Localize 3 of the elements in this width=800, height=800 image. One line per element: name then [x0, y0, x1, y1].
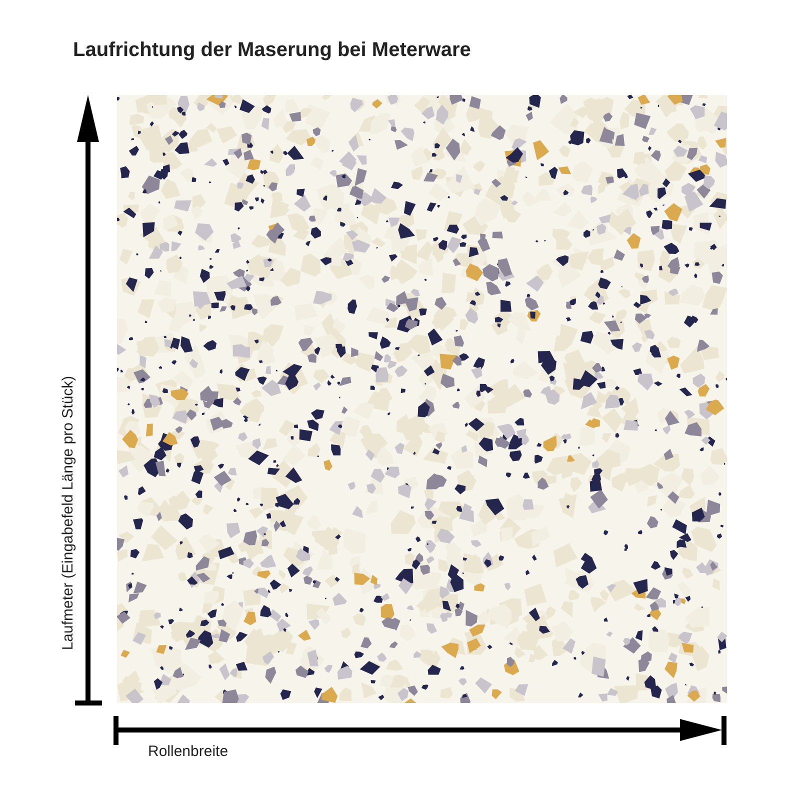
dimension-label: Rollenbreite — [148, 743, 228, 760]
title: Laufrichtung der Maserung bei Meterware — [73, 39, 471, 62]
dimension-label: Laufmeter (Eingabefeld Länge pro Stück) — [60, 376, 76, 650]
